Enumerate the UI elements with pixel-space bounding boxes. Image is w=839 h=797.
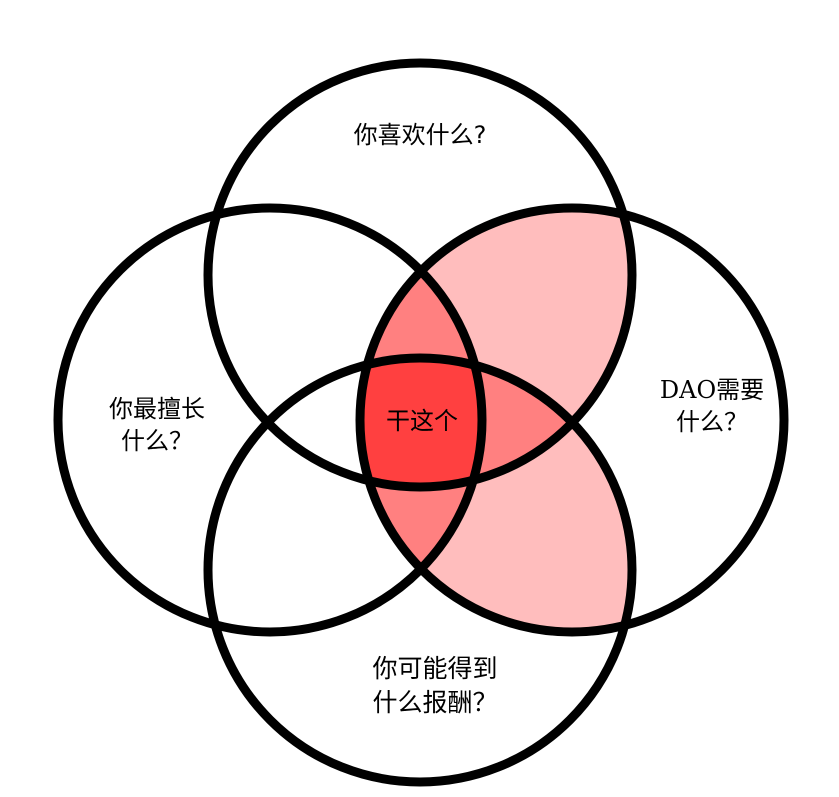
circle-bottom: [203, 353, 637, 787]
label-what-dao-needs: DAO需要 什么？: [642, 374, 782, 438]
label-what-you-love: 你喜欢什么?: [320, 119, 520, 151]
label-line: 什么？: [121, 427, 193, 455]
label-line: 什么报酬？: [372, 688, 498, 717]
circle-top: [203, 58, 637, 492]
label-line: 什么？: [676, 408, 748, 436]
label-line: 你最擅长: [109, 395, 205, 423]
label-line: 你可能得到: [372, 654, 498, 683]
center-label: 干这个: [386, 407, 458, 435]
label-line: 你喜欢什么?: [353, 121, 487, 149]
circle-left: [53, 203, 487, 637]
label-what-you-can-be-paid: 你可能得到 什么报酬？: [340, 652, 530, 720]
label-what-you-are-good-at: 你最擅长 什么？: [92, 393, 222, 457]
label-line: DAO需要: [659, 376, 765, 404]
circle-right: [355, 203, 789, 637]
